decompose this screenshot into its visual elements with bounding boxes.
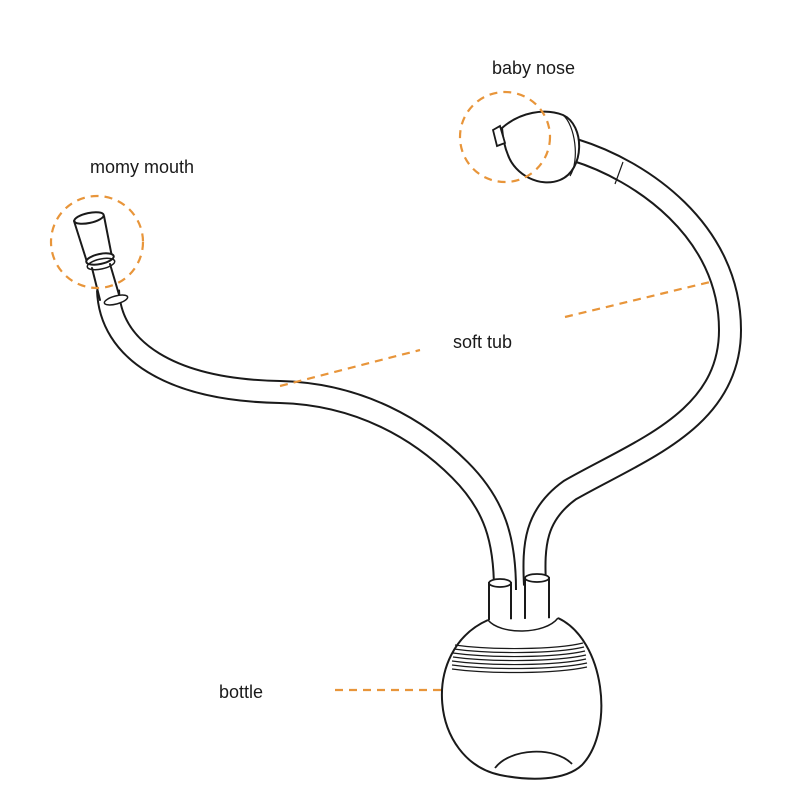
nose-highlight-circle: [458, 90, 552, 184]
baby-nose-label: baby nose: [492, 58, 576, 78]
mommy-mouth-label: momy mouth: [90, 157, 195, 177]
bottle-shape: [440, 573, 603, 780]
mouthpiece: [73, 211, 129, 306]
bottle-label: bottle: [219, 682, 264, 702]
tube-leader-left: [279, 348, 421, 388]
tube-joint-line: [614, 161, 624, 185]
nose-piece: [491, 110, 581, 184]
bottle-grip-rings: [451, 642, 588, 674]
right-tube: [522, 138, 743, 595]
mouth-highlight-circle: [49, 194, 145, 290]
soft-tub-label: soft tub: [453, 332, 513, 352]
callouts: [49, 90, 711, 692]
left-tube: [96, 280, 517, 600]
tube-leader-right: [564, 280, 711, 319]
